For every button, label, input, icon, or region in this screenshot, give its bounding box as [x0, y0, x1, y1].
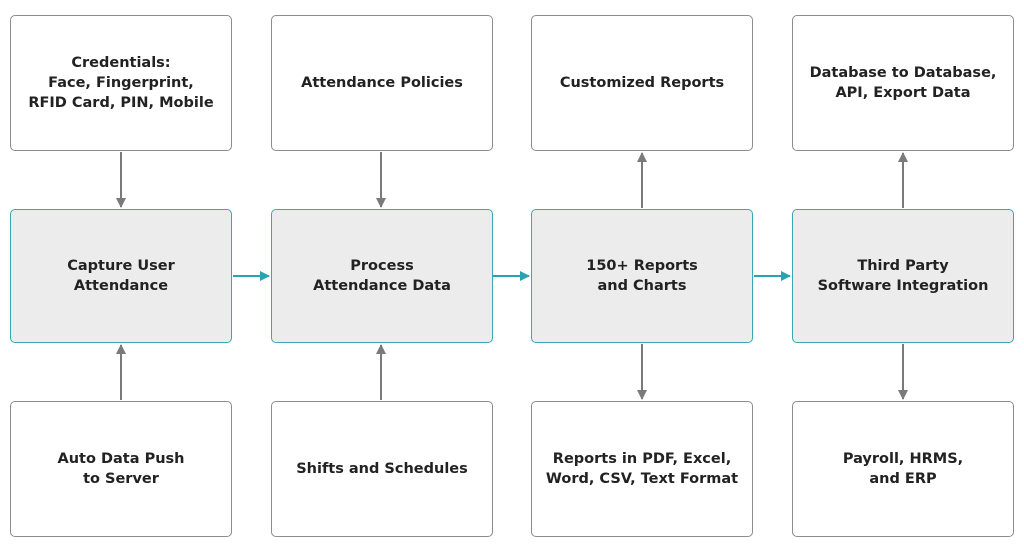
third-party-integration-stage: Third Party Software Integration: [792, 209, 1014, 343]
payroll-hrms-node: Payroll, HRMS, and ERP: [792, 401, 1014, 537]
attendance-policies-label: Attendance Policies: [301, 75, 463, 91]
database-export-node: Database to Database, API, Export Data: [792, 15, 1014, 151]
report-formats-label: Reports in PDF, Excel, Word, CSV, Text F…: [545, 451, 739, 487]
reports-charts-label: 150+ Reports and Charts: [586, 258, 698, 294]
process-attendance-stage: Process Attendance Data: [271, 209, 493, 343]
customized-reports-node: Customized Reports: [531, 15, 753, 151]
payroll-hrms-label: Payroll, HRMS, and ERP: [842, 451, 964, 487]
customized-reports-label: Customized Reports: [559, 75, 725, 91]
credentials-label: Credentials: Face, Fingerprint, RFID Car…: [28, 55, 214, 111]
auto-data-push-node: Auto Data Push to Server: [10, 401, 232, 537]
shifts-schedules-label: Shifts and Schedules: [296, 461, 468, 477]
shifts-schedules-node: Shifts and Schedules: [271, 401, 493, 537]
third-party-integration-label: Third Party Software Integration: [817, 258, 989, 294]
report-formats-node: Reports in PDF, Excel, Word, CSV, Text F…: [531, 401, 753, 537]
attendance-policies-node: Attendance Policies: [271, 15, 493, 151]
database-export-label: Database to Database, API, Export Data: [809, 65, 997, 101]
capture-attendance-label: Capture User Attendance: [67, 258, 175, 294]
credentials-node: Credentials: Face, Fingerprint, RFID Car…: [10, 15, 232, 151]
capture-attendance-stage: Capture User Attendance: [10, 209, 232, 343]
auto-data-push-label: Auto Data Push to Server: [57, 451, 185, 487]
process-attendance-label: Process Attendance Data: [313, 258, 451, 294]
reports-charts-stage: 150+ Reports and Charts: [531, 209, 753, 343]
